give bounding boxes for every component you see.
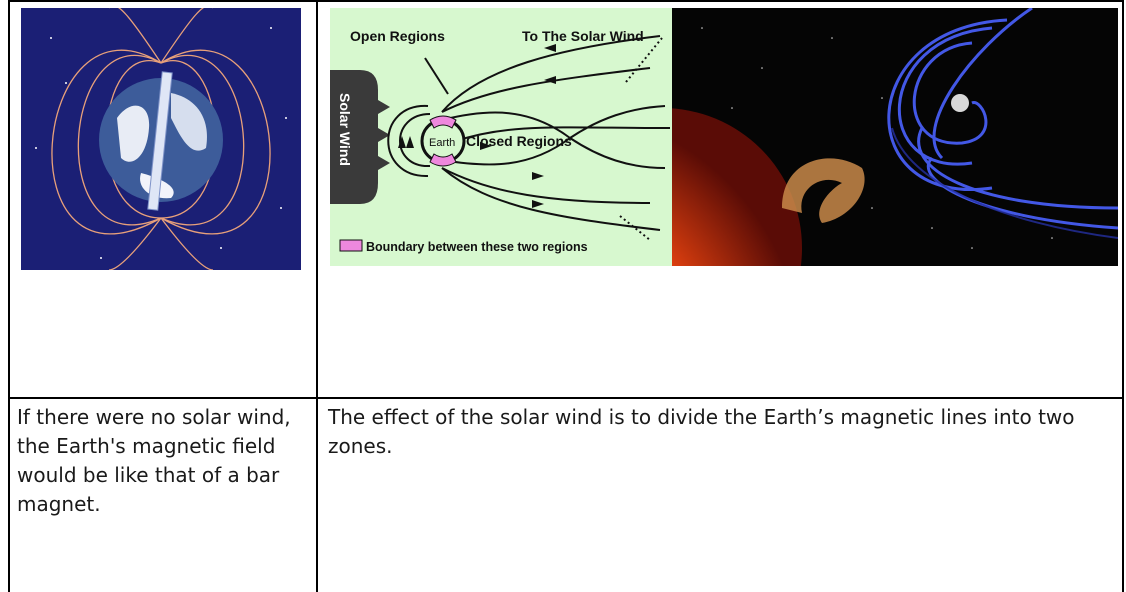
magnetic-field-lines	[387, 35, 671, 231]
magnetosphere	[887, 8, 1118, 230]
solar-prominence	[782, 158, 865, 223]
sun-magnetosphere-image	[672, 8, 1118, 266]
table-border-top	[8, 0, 1124, 2]
open-regions-label: Open Regions	[350, 28, 445, 44]
wind-arrow-icon	[378, 100, 390, 114]
boundary-legend-label: Boundary between these two regions	[366, 240, 588, 254]
solar-wind-block	[330, 70, 378, 204]
closed-regions-label: Closed Regions	[466, 133, 572, 149]
solar-wind-label: Solar Wind	[337, 93, 353, 166]
boundary-patch-bottom	[429, 153, 457, 167]
earth-bar-magnet-image	[21, 8, 301, 270]
table-divider-horizontal	[8, 397, 1124, 399]
table-border-right	[1122, 0, 1124, 592]
table-border-left	[8, 0, 10, 592]
table-divider-vertical	[316, 0, 318, 592]
wind-arrow-icon	[378, 156, 390, 170]
stars	[701, 27, 1053, 249]
stars	[35, 27, 287, 259]
field-arrows	[398, 44, 556, 208]
boundary-legend-swatch	[339, 239, 363, 252]
solar-wind-regions-diagram: Open Regions To The Solar Wind Solar Win…	[330, 8, 672, 266]
bar-magnet	[147, 71, 173, 211]
sun	[672, 108, 802, 266]
bottom-left-cell-text: If there were no solar wind, the Earth's…	[17, 405, 291, 516]
field-lines	[51, 8, 271, 270]
earth	[951, 94, 969, 112]
wind-arrow-icon	[378, 128, 390, 142]
boundary-patch-top	[429, 115, 457, 129]
earth-label: Earth	[429, 137, 455, 149]
dotted-ends	[619, 37, 663, 241]
to-solar-wind-label: To The Solar Wind	[522, 28, 644, 44]
bottom-right-cell-text: The effect of the solar wind is to divid…	[328, 405, 1075, 458]
